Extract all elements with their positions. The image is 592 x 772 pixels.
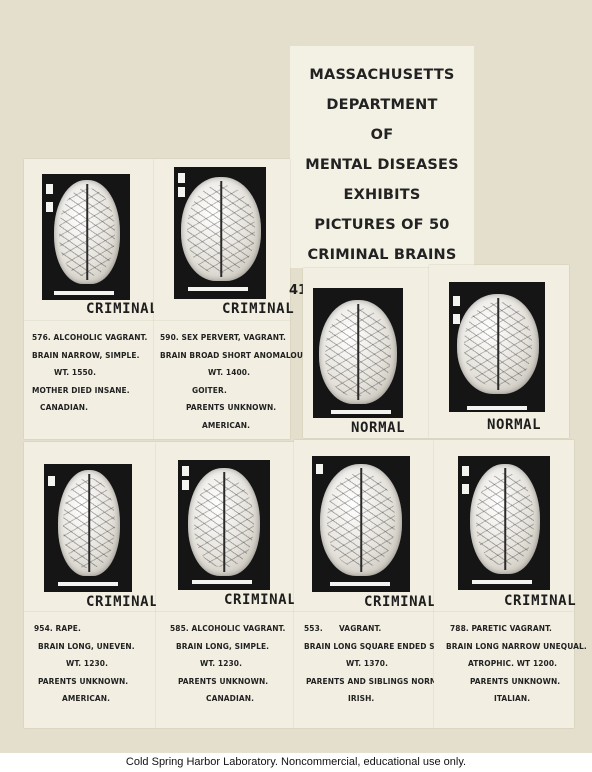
brain-photo — [44, 464, 132, 592]
brain-card: CRIMINAL — [294, 440, 437, 612]
brain-label: CRIMINAL — [222, 301, 295, 317]
plate-number: 41 — [289, 283, 308, 298]
title-line: DEPARTMENT — [326, 97, 438, 113]
brain-label: CRIMINAL — [504, 593, 577, 609]
brain-card: CRIMINAL — [156, 442, 297, 612]
title-line: MASSACHUSETTS — [309, 67, 455, 83]
description-card: 553. VAGRANT. BRAIN LONG SQUARE ENDED SI… — [294, 612, 461, 728]
title-line: EXHIBITS — [343, 187, 421, 203]
description-card: 788. PARETIC VAGRANT. BRAIN LONG NARROW … — [434, 612, 587, 728]
title-line: CRIMINAL BRAINS — [307, 247, 457, 263]
brain-label: NORMAL — [487, 417, 542, 433]
brain-card: CRIMINAL — [154, 159, 294, 321]
exhibit-photograph: MASSACHUSETTS DEPARTMENT OF MENTAL DISEA… — [0, 0, 592, 752]
case-description: 590. SEX PERVERT, VAGRANT. BRAIN BROAD S… — [160, 332, 312, 430]
description-card: 590. SEX PERVERT, VAGRANT. BRAIN BROAD S… — [154, 321, 312, 439]
description-card: 954. RAPE. BRAIN LONG, UNEVEN. WT. 1230.… — [24, 612, 156, 728]
credit-caption: Cold Spring Harbor Laboratory. Noncommer… — [0, 753, 592, 772]
case-description: 585. ALCOHOLIC VAGRANT. BRAIN LONG, SIMP… — [170, 623, 286, 703]
title-line: PICTURES OF 50 — [314, 217, 450, 233]
brain-label: CRIMINAL — [224, 592, 297, 608]
case-description: 576. ALCOHOLIC VAGRANT. BRAIN NARROW, SI… — [32, 332, 148, 412]
brain-photo — [178, 460, 270, 590]
brain-label: NORMAL — [351, 420, 406, 436]
case-description: 553. VAGRANT. BRAIN LONG SQUARE ENDED SI… — [304, 623, 461, 703]
brain-photo — [42, 174, 130, 300]
description-card: 576. ALCOHOLIC VAGRANT. BRAIN NARROW, SI… — [24, 321, 154, 439]
title-line: MENTAL DISEASES — [305, 157, 459, 173]
brain-photo — [313, 288, 403, 418]
brain-photo — [458, 456, 550, 590]
brain-card: CRIMINAL — [24, 442, 159, 612]
brain-photo — [174, 167, 266, 299]
description-card: 585. ALCOHOLIC VAGRANT. BRAIN LONG, SIMP… — [156, 612, 294, 728]
brain-label: CRIMINAL — [364, 594, 437, 610]
case-description: 954. RAPE. BRAIN LONG, UNEVEN. WT. 1230.… — [34, 623, 135, 703]
brain-card: CRIMINAL — [434, 440, 577, 612]
title-line: OF — [370, 127, 394, 143]
brain-label: CRIMINAL — [86, 301, 159, 317]
brain-card: CRIMINAL — [24, 159, 158, 321]
brain-card: NORMAL — [429, 265, 569, 438]
brain-photo — [449, 282, 545, 412]
brain-card: NORMAL — [303, 268, 429, 438]
case-description: 788. PARETIC VAGRANT. BRAIN LONG NARROW … — [446, 623, 587, 703]
brain-label: CRIMINAL — [86, 594, 159, 610]
brain-photo — [312, 456, 410, 592]
title-card: MASSACHUSETTS DEPARTMENT OF MENTAL DISEA… — [290, 46, 474, 268]
